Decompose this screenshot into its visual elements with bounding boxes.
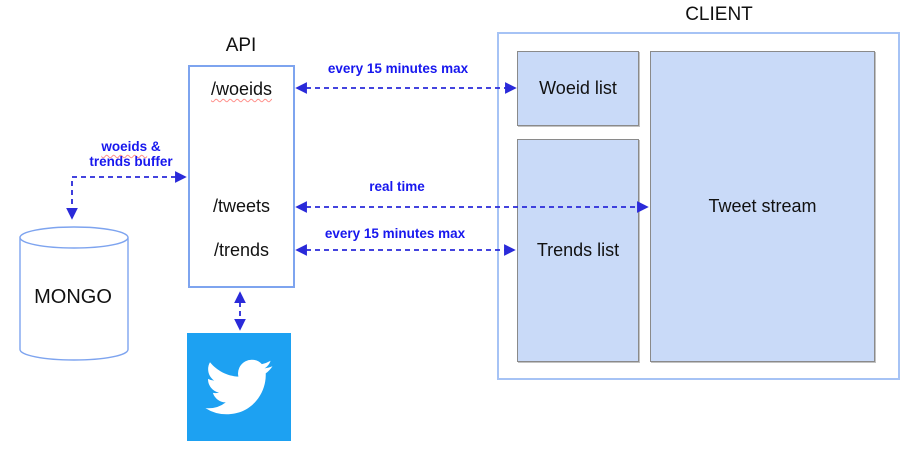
api-endpoint-woeids: /woeids	[188, 78, 295, 100]
mongo-label: MONGO	[34, 286, 112, 308]
mongo-cylinder-top	[19, 226, 129, 249]
api-endpoint-woeids-text: /woeids	[210, 79, 273, 99]
trends-list-label: Trends list	[536, 240, 620, 260]
arrow-label-buffer-line2: trends buffer	[89, 154, 173, 169]
arrow-label-woeids-refresh: every 15 minutes max	[327, 61, 469, 76]
arrow-mongo-to-api	[66, 171, 187, 220]
api-title: API	[225, 35, 257, 56]
trends-list-box: Trends list	[517, 139, 639, 362]
mongo-cylinder-body	[19, 237, 129, 361]
arrow-label-buffer-word1: woeids	[101, 139, 148, 154]
arrow-label-buffer: woeids & trends buffer	[61, 139, 201, 169]
woeid-list-box: Woeid list	[517, 51, 639, 126]
arrow-label-trends-refresh: every 15 minutes max	[324, 226, 466, 241]
twitter-box	[187, 333, 291, 441]
client-title: CLIENT	[685, 4, 753, 25]
twitter-bird-icon	[205, 359, 273, 415]
woeid-list-label: Woeid list	[539, 78, 617, 98]
tweet-stream-box: Tweet stream	[650, 51, 875, 362]
api-endpoint-tweets: /tweets	[212, 196, 271, 216]
api-box	[188, 65, 295, 288]
arrow-label-realtime: real time	[369, 179, 425, 194]
arrow-label-buffer-amp: &	[147, 139, 161, 154]
api-endpoint-trends: /trends	[213, 240, 270, 260]
mongo-cylinder	[19, 226, 129, 361]
tweet-stream-label: Tweet stream	[708, 196, 817, 216]
